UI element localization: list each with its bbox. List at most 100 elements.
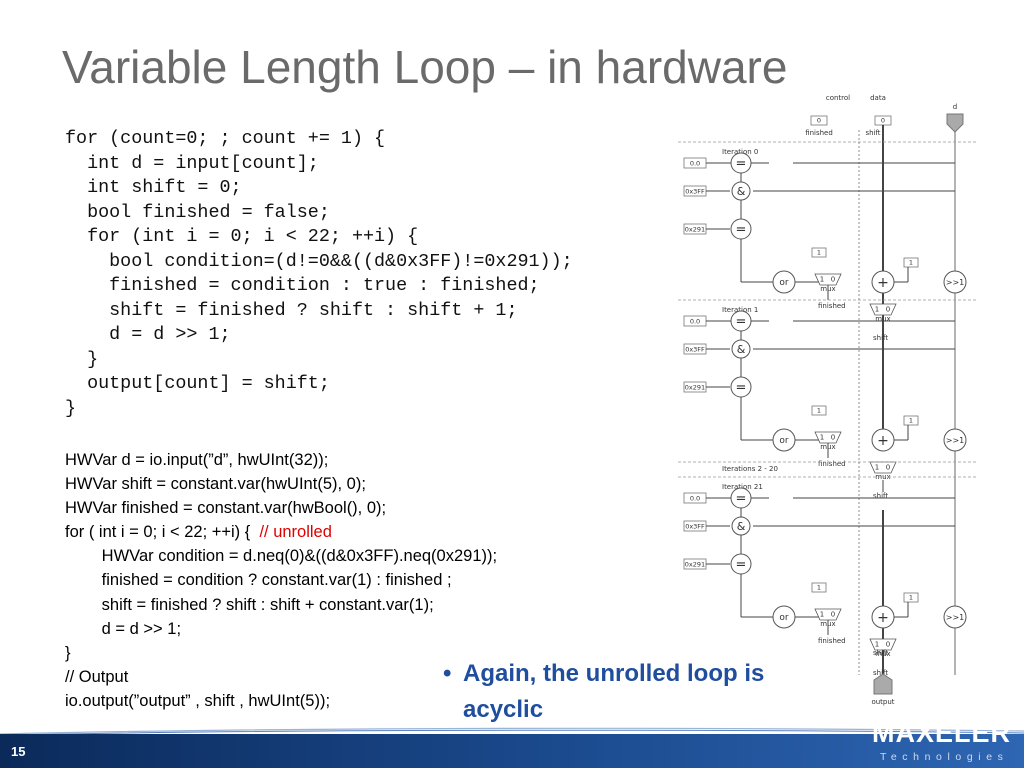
bullet-dot: • [443, 660, 452, 687]
shift-mux-label: mux [875, 315, 890, 323]
finished-mux-in1: 1 [820, 611, 824, 619]
op-neq-pattern-label: = [736, 223, 747, 238]
op-neq-pattern-label: = [736, 558, 747, 573]
finished-mux [814, 431, 842, 444]
hw-code-line: HWVar shift = constant.var(hwUInt(5), 0)… [65, 475, 366, 494]
finished-label: finished [818, 302, 846, 310]
const-one [903, 592, 919, 603]
finished-mux-in0: 0 [831, 434, 835, 442]
slide-title: Variable Length Loop – in hardware [62, 41, 788, 93]
op-neq-pattern-label: = [736, 381, 747, 396]
code-line: output[count] = shift; [65, 373, 330, 394]
hw-code-line: io.output(”output” , shift , hwUInt(5)); [65, 691, 331, 710]
op-add-label: + [877, 610, 889, 626]
output-label: output [871, 698, 894, 706]
shift-mux-in1: 1 [875, 306, 879, 314]
footer-bar [0, 734, 1024, 768]
iteration-label: Iteration 21 [722, 483, 763, 491]
shift-mux-in0: 0 [886, 464, 890, 472]
software-code-block: for (count=0; ; count += 1) { int d = in… [65, 127, 573, 421]
iteration-label: Iterations 2 - 20 [722, 465, 778, 473]
op-add-label: + [877, 275, 889, 291]
hw-code-line: HWVar d = io.input(”d”, hwUInt(32)); [65, 451, 329, 469]
shift-label: shift [873, 649, 888, 657]
hw-code-line: finished = condition ? constant.var(1) :… [65, 571, 452, 590]
input-label: d [953, 103, 957, 111]
const-one [811, 247, 827, 258]
code-line: bool condition=(d!=0&&((d&0x3FF)!=0x291)… [65, 250, 573, 272]
code-line: finished = condition : true : finished; [65, 275, 540, 296]
op-and-label: & [737, 185, 746, 198]
code-line: bool finished = false; [65, 201, 330, 223]
op-or-label: or [779, 613, 789, 623]
op-shift-right [943, 270, 967, 294]
op-neq-zero-label: = [736, 315, 747, 330]
hw-code-line: for ( int i = 0; i < 22; ++i) { [65, 523, 260, 542]
bullet-text-line: Again, the unrolled loop is [463, 660, 765, 687]
input-port-d [946, 113, 964, 133]
shift-label: shift [865, 129, 880, 137]
shift-mux-in1: 1 [875, 641, 879, 649]
const-pattern-label: 0x291 [685, 384, 705, 392]
finished-mux-in0: 0 [831, 611, 835, 619]
code-line: for (int i = 0; i < 22; ++i) { [65, 226, 419, 247]
const-one [903, 415, 919, 426]
op-shift-right [943, 605, 967, 629]
code-line: int d = input[count]; [65, 152, 319, 174]
const-zero-label: 0.0 [690, 495, 700, 503]
code-line: } [65, 348, 99, 370]
finished-mux-in1: 1 [820, 276, 824, 284]
op-shift-right-label: >>1 [946, 613, 965, 622]
init-shift-const-label: 0 [881, 117, 885, 125]
finished-mux [814, 608, 842, 621]
output-port [873, 673, 893, 695]
shift-label: shift [873, 334, 888, 342]
const-one-label: 1 [817, 249, 821, 257]
const-zero-label: 0.0 [690, 160, 700, 168]
hw-code-line: shift = finished ? shift : shift + const… [65, 595, 434, 614]
footer-accent-lines [0, 727, 1024, 735]
code-line: } [65, 397, 77, 419]
const-mask-label: 0x3FF [685, 188, 705, 196]
op-and-label: & [737, 520, 746, 533]
op-or-label: or [779, 278, 789, 288]
code-line: int shift = 0; [65, 177, 242, 198]
op-shift-right-label: >>1 [946, 436, 965, 445]
page-number: 15 [11, 744, 26, 759]
code-line: for (count=0; ; count += 1) { [65, 128, 386, 149]
shift-mux [869, 461, 897, 474]
bullet-point: • Again, the unrolled loop is acyclic [443, 656, 863, 728]
finished-label: finished [805, 129, 833, 137]
const-one-label: 1 [817, 407, 821, 415]
const-pattern-label: 0x291 [685, 561, 705, 569]
hw-code-line: } [65, 643, 71, 662]
finished-label: finished [818, 460, 846, 468]
const-zero-label: 0.0 [690, 318, 700, 326]
hw-code-line: d = d >> 1; [65, 619, 182, 638]
op-shift-right-label: >>1 [946, 278, 965, 287]
const-one-label: 1 [817, 584, 821, 592]
const-mask-label: 0x3FF [685, 523, 705, 531]
code-line: shift = finished ? shift : shift + 1; [65, 299, 518, 321]
finished-mux-in1: 1 [820, 434, 824, 442]
iteration-label: Iteration 0 [722, 148, 758, 156]
header-data: data [870, 94, 886, 102]
hw-code-line: // Output [65, 667, 129, 686]
const-one-label: 1 [909, 259, 913, 267]
bullet-text-line: acyclic [463, 696, 544, 723]
finished-mux-in0: 0 [831, 276, 835, 284]
shift-mux-label: mux [875, 650, 890, 658]
const-one [811, 582, 827, 593]
iteration-label: Iteration 1 [722, 306, 758, 314]
header-control: control [826, 94, 850, 102]
hardware-code-block: HWVar d = io.input(”d”, hwUInt(32)); HWV… [65, 448, 497, 713]
shift-mux [869, 638, 897, 651]
code-line: d = d >> 1; [65, 324, 231, 345]
op-or-label: or [779, 436, 789, 446]
shift-mux-in0: 0 [886, 641, 890, 649]
shift-mux-in1: 1 [875, 464, 879, 472]
const-one [811, 405, 827, 416]
maxeler-logo: MAXELER [872, 718, 1012, 748]
